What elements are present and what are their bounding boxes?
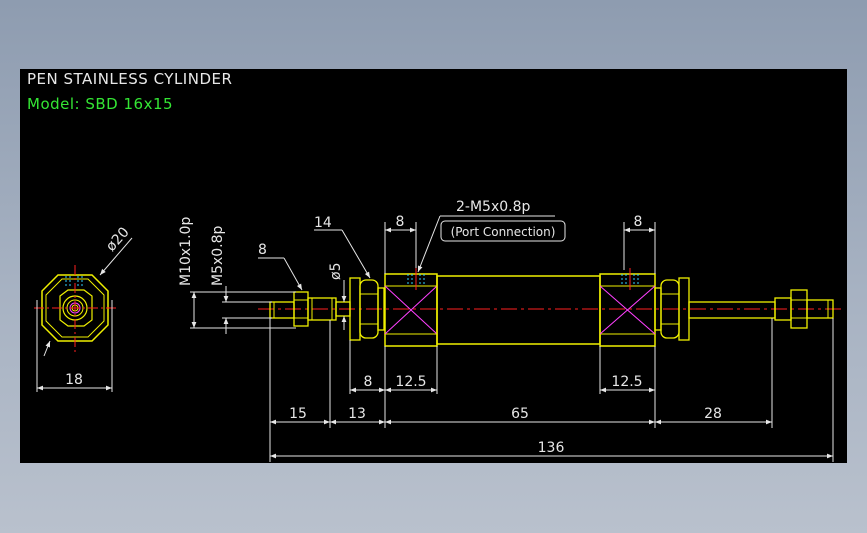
port-note-label: (Port Connection) [451, 225, 556, 239]
end-view: ø20 18 [34, 224, 133, 392]
nut-8-label: 8 [258, 242, 267, 258]
top-left-8-label: 8 [396, 214, 405, 230]
len-13-label: 13 [348, 406, 366, 422]
piston-rod [688, 301, 776, 319]
total-136-label: 136 [538, 440, 565, 456]
thread-tip-label: M5x0.8p [210, 225, 226, 286]
width-18-label: 18 [65, 372, 83, 388]
len-28-label: 28 [704, 406, 722, 422]
right-12-5-label: 12.5 [611, 374, 642, 390]
bottom-8-label: 8 [364, 374, 373, 390]
end-view-octagon [41, 274, 109, 342]
cylinder-barrel [436, 275, 601, 345]
diameter-20-label: ø20 [103, 224, 133, 254]
drawing-canvas [20, 69, 847, 463]
model-label: Model: SBD 16x15 [27, 95, 174, 113]
flange-14-label: 14 [314, 215, 332, 231]
ports-label: 2-M5x0.8p [456, 199, 530, 215]
len-65-label: 65 [511, 406, 529, 422]
left-12-5-label: 12.5 [395, 374, 426, 390]
len-15-label: 15 [289, 406, 307, 422]
end-view-hex-nut [59, 289, 93, 327]
side-view [258, 268, 842, 347]
dimensions: M10x1.0p M5x0.8p 8 ø5 14 8 8 2-M5x0.8p [178, 199, 834, 462]
thread-rod-label: M10x1.0p [178, 217, 194, 286]
top-right-8-label: 8 [634, 214, 643, 230]
drawing-title: PEN STAINLESS CYLINDER [27, 70, 233, 88]
diameter-5-label: ø5 [328, 263, 344, 280]
